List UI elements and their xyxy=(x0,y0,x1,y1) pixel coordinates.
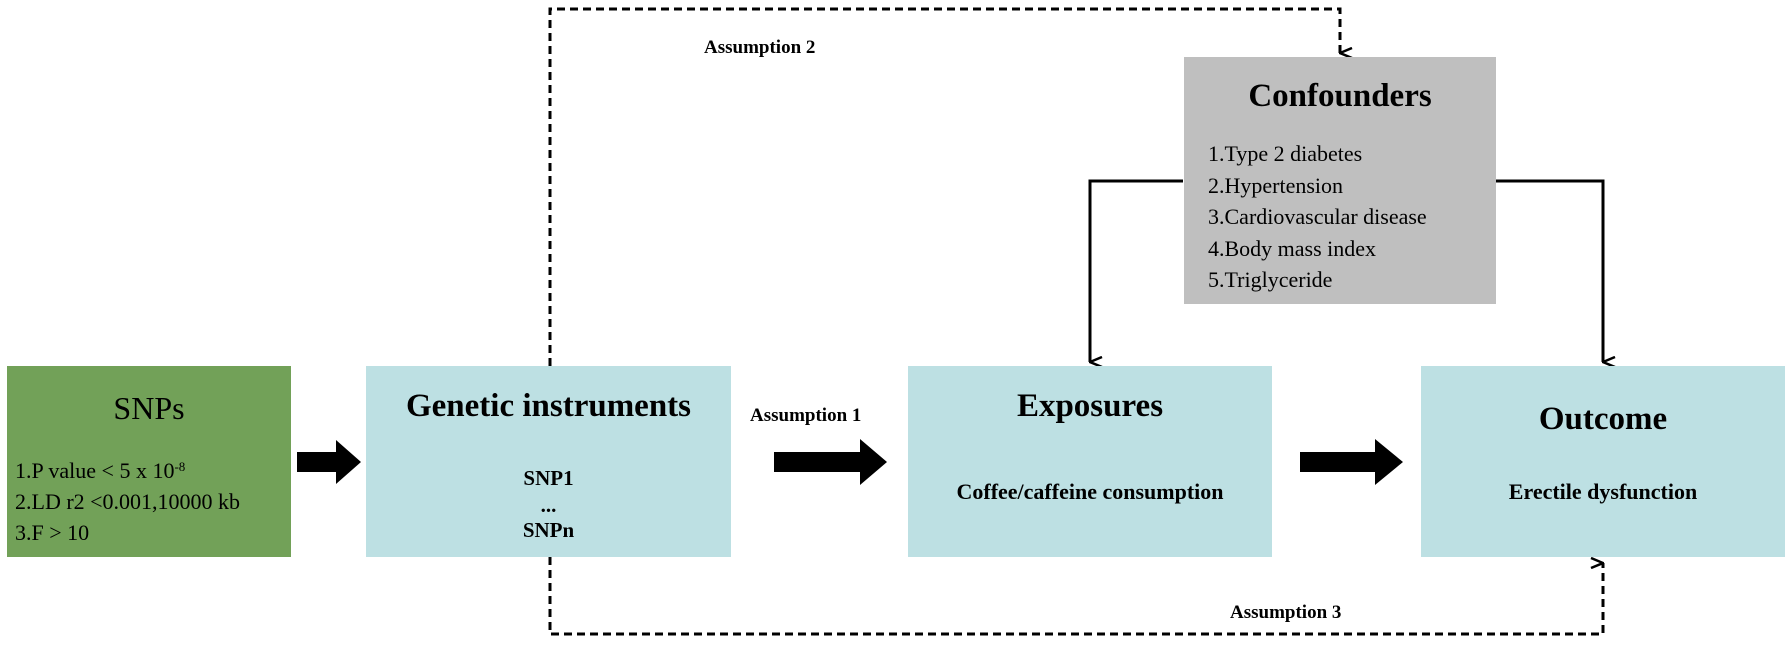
genetic-instruments-title: Genetic instruments xyxy=(405,388,692,424)
confounder-item: 1.Type 2 diabetes xyxy=(1208,141,1363,166)
confounder-item: 2.Hypertension xyxy=(1208,172,1344,198)
snps-criterion-3: 3.F > 10 xyxy=(15,520,90,545)
arrow-confounders-to-outcome xyxy=(1496,179,1603,362)
snps-criterion-2: 2.LD r2 <0.001,10000 kb xyxy=(15,489,241,514)
snps-criteria-list: 1.P value < 5 x 10-8 2.LD r2 <0.001,1000… xyxy=(15,455,240,548)
outcome-title: Outcome xyxy=(1538,401,1668,437)
arrow-confounders-to-exposures xyxy=(1088,179,1183,362)
snps-box: SNPs 1.P value < 5 x 10-8 2.LD r2 <0.001… xyxy=(7,366,291,557)
arrow-snps-to-instruments xyxy=(297,440,361,484)
confounders-title: Confounders xyxy=(1248,78,1432,114)
snps-title: SNPs xyxy=(113,390,185,426)
confounder-item: 4.Body mass index xyxy=(1208,235,1377,261)
exposures-subtitle: Coffee/caffeine consumption xyxy=(956,479,1224,504)
assumption-2-label: Assumption 2 xyxy=(704,37,816,58)
assumption-3-path xyxy=(548,557,1605,636)
snp-ellipsis: ... xyxy=(540,493,557,517)
arrow-exposures-to-outcome xyxy=(1300,439,1403,485)
snps-criterion-1-exponent: -8 xyxy=(174,459,186,474)
assumption-1-label: Assumption 1 xyxy=(750,405,862,426)
confounders-list: 1.Type 2 diabetes 2.Hypertension 3.Cardi… xyxy=(1208,138,1427,296)
outcome-box: Outcome Erectile dysfunction xyxy=(1421,366,1785,557)
snps-criterion-1: 1.P value < 5 x 10-8 xyxy=(15,458,186,483)
exposures-title: Exposures xyxy=(1016,388,1164,424)
confounder-item: 5.Triglyceride xyxy=(1208,267,1333,292)
genetic-instruments-box: Genetic instruments SNP1 ... SNPn xyxy=(366,366,731,557)
outcome-subtitle: Erectile dysfunction xyxy=(1508,479,1698,504)
exposures-box: Exposures Coffee/caffeine consumption xyxy=(908,366,1272,557)
snp-first: SNP1 xyxy=(523,466,574,490)
confounder-item: 3.Cardiovascular disease xyxy=(1208,204,1427,229)
assumption-3-label: Assumption 3 xyxy=(1230,602,1342,623)
confounders-box: Confounders 1.Type 2 diabetes 2.Hyperten… xyxy=(1184,57,1496,304)
snp-last: SNPn xyxy=(522,518,575,542)
arrow-instruments-to-exposures xyxy=(774,439,887,485)
